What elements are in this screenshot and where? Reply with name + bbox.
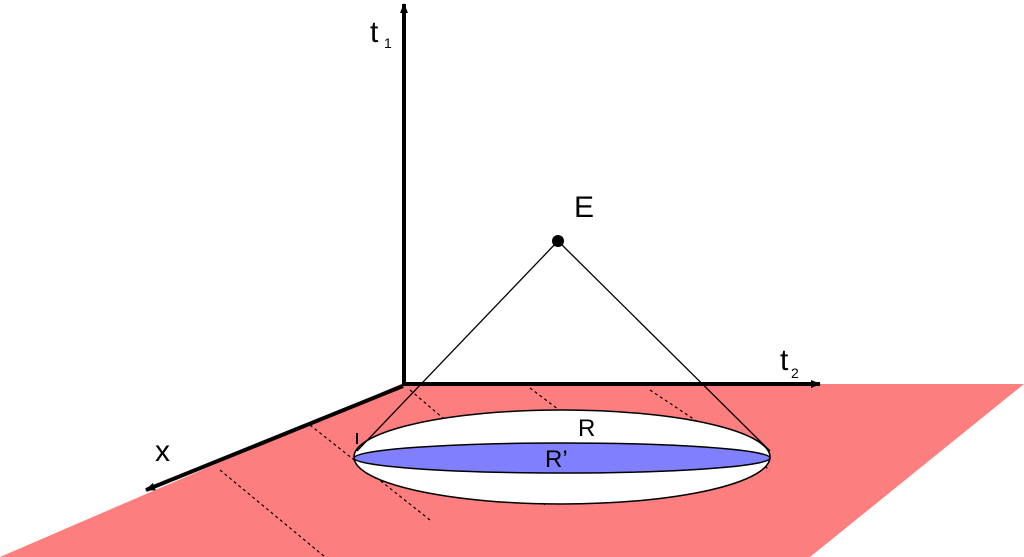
event-point [552, 235, 564, 247]
light-cone [356, 240, 771, 452]
t2-axis-label: t [780, 344, 789, 377]
x-axis [145, 384, 404, 492]
event-label: E [574, 191, 594, 224]
t2-axis-subscript: 2 [791, 365, 799, 381]
region-r-label: R [578, 415, 595, 442]
region-r-prime-label: R’ [545, 446, 568, 473]
t1-axis-subscript: 1 [384, 35, 392, 51]
region-r-prime-ellipse [353, 442, 771, 474]
t1-axis-label: t [370, 16, 379, 49]
x-axis-label: x [155, 435, 170, 468]
